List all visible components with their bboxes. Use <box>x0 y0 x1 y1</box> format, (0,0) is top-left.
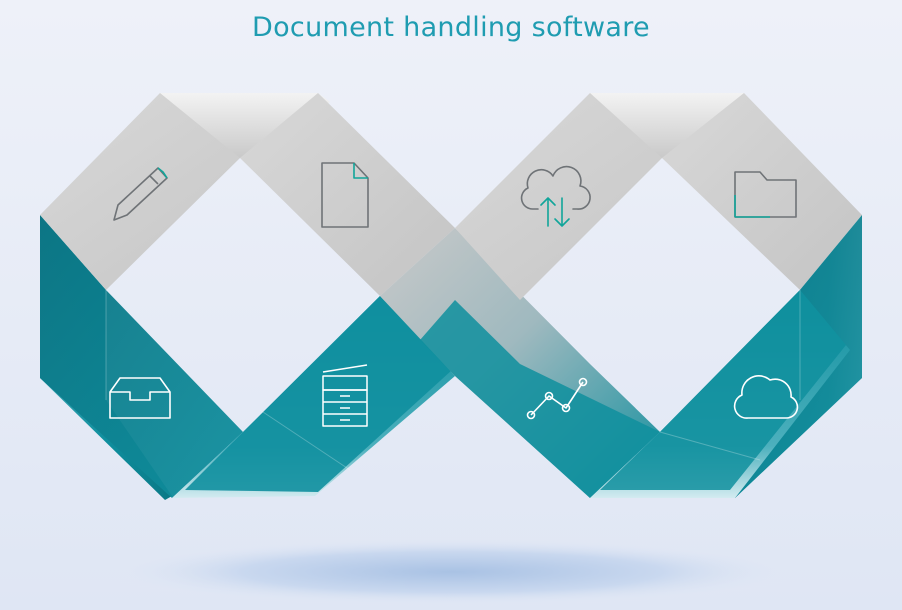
page-title: Document handling software <box>252 12 650 43</box>
fold-lines <box>105 290 801 471</box>
pencil-icon <box>113 167 168 221</box>
left-loop-top-inner-band <box>240 93 455 296</box>
document-icon <box>321 162 369 228</box>
right-loop-bottom-face <box>600 290 846 490</box>
cloud-sync-icon <box>520 165 591 227</box>
left-loop-top-cap <box>160 93 330 158</box>
folder-icon <box>734 171 797 218</box>
line-chart-icon <box>526 377 588 420</box>
left-loop-bottom-outer-band <box>40 215 243 498</box>
floor-shadow <box>102 538 802 606</box>
printer-icon <box>322 364 368 427</box>
center-crossing-teal <box>420 300 660 498</box>
left-loop-bottom-inner-face <box>185 296 452 492</box>
inbox-tray-icon <box>109 377 171 419</box>
cloud-icon <box>733 375 799 419</box>
right-loop-top-outer-band <box>662 93 862 290</box>
right-loop-top-cap <box>590 93 752 158</box>
